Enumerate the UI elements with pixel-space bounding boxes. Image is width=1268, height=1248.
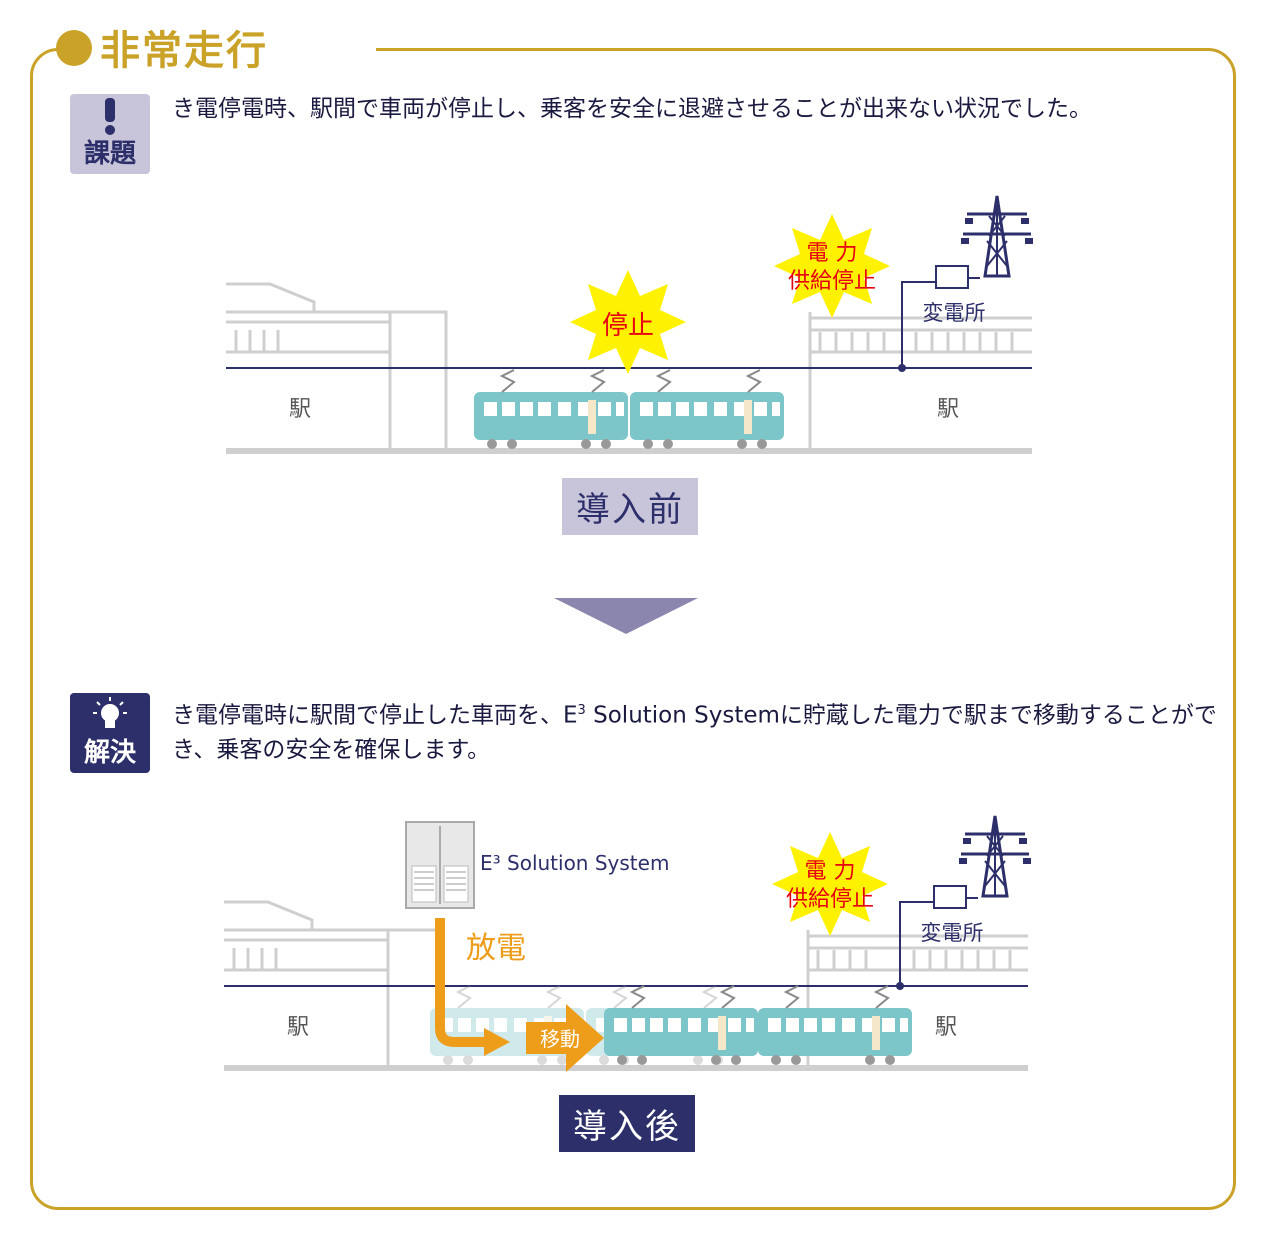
substation-label: 変電所 <box>921 921 984 945</box>
frame-title-gap <box>60 40 376 60</box>
station-label-left: 駅 <box>287 1015 309 1040</box>
discharge-label: 放電 <box>466 931 526 966</box>
power-label-line2: 供給停止 <box>786 887 874 912</box>
after-diagram: 駅 駅 E³ Solution System 放電 移動 電 力 供給停止 変電… <box>224 814 1033 1072</box>
station-label-right: 駅 <box>937 397 959 422</box>
power-label-line2: 供給停止 <box>788 269 876 294</box>
before-diagram: 駅 駅 停止 電 力 供給停止 変電所 <box>226 194 1035 454</box>
station-label-left: 駅 <box>289 397 311 422</box>
solution-badge-label: 解決 <box>83 738 136 768</box>
exclamation-icon <box>105 98 115 135</box>
e3-cabinet-icon <box>405 821 475 909</box>
e3-system-label: E³ Solution System <box>480 851 669 875</box>
right-station-building <box>806 930 1028 1066</box>
substation-box-icon <box>933 885 967 909</box>
solution-text-sup: 3 <box>577 703 586 718</box>
power-tower-icon <box>959 194 1035 278</box>
solution-text: き電停電時に駅間で停止した車両を、E3 Solution Systemに貯蔵した… <box>172 694 1222 767</box>
power-label-line1: 電 力 <box>805 859 856 884</box>
move-arrow-icon <box>526 1004 604 1072</box>
stop-label: 停止 <box>602 311 654 341</box>
content-frame <box>30 48 1236 1210</box>
solution-text-part2: Solution Systemに貯蔵した電力で駅まで移動することができ、乗客の安… <box>172 702 1217 763</box>
left-station-building <box>226 282 448 450</box>
solution-badge: 解決 <box>70 693 150 773</box>
issue-text: き電停電時、駅間で車両が停止し、乗客を安全に退避させることが出来ない状況でした。 <box>172 96 1092 122</box>
power-stop-burst-icon <box>774 214 890 318</box>
station-label-right: 駅 <box>935 1015 957 1040</box>
left-station-building <box>224 900 444 1066</box>
page-title: 非常走行 <box>100 28 268 74</box>
solution-text-part1: き電停電時に駅間で停止した車両を、E <box>172 702 578 729</box>
lightbulb-icon <box>93 697 127 728</box>
train-car <box>757 985 913 1066</box>
before-phase-label: 導入前 <box>562 478 698 535</box>
power-tower-icon <box>957 814 1033 898</box>
power-label-line1: 電 力 <box>807 241 858 266</box>
after-phase-label: 導入後 <box>559 1095 695 1152</box>
title-bullet-icon <box>56 30 92 66</box>
substation-box-icon <box>935 265 969 289</box>
power-stop-burst-icon <box>772 832 888 936</box>
right-station-building <box>808 312 1032 450</box>
substation-label: 変電所 <box>923 301 986 325</box>
discharge-path <box>435 918 486 1047</box>
train-car <box>473 369 629 450</box>
discharge-arrowhead-icon <box>484 1028 510 1056</box>
move-label: 移動 <box>540 1027 580 1051</box>
issue-badge: 課題 <box>70 94 150 174</box>
issue-badge-label: 課題 <box>83 139 136 169</box>
train-car <box>629 369 785 450</box>
down-arrow-icon <box>554 598 698 634</box>
stop-burst-icon <box>570 270 686 374</box>
